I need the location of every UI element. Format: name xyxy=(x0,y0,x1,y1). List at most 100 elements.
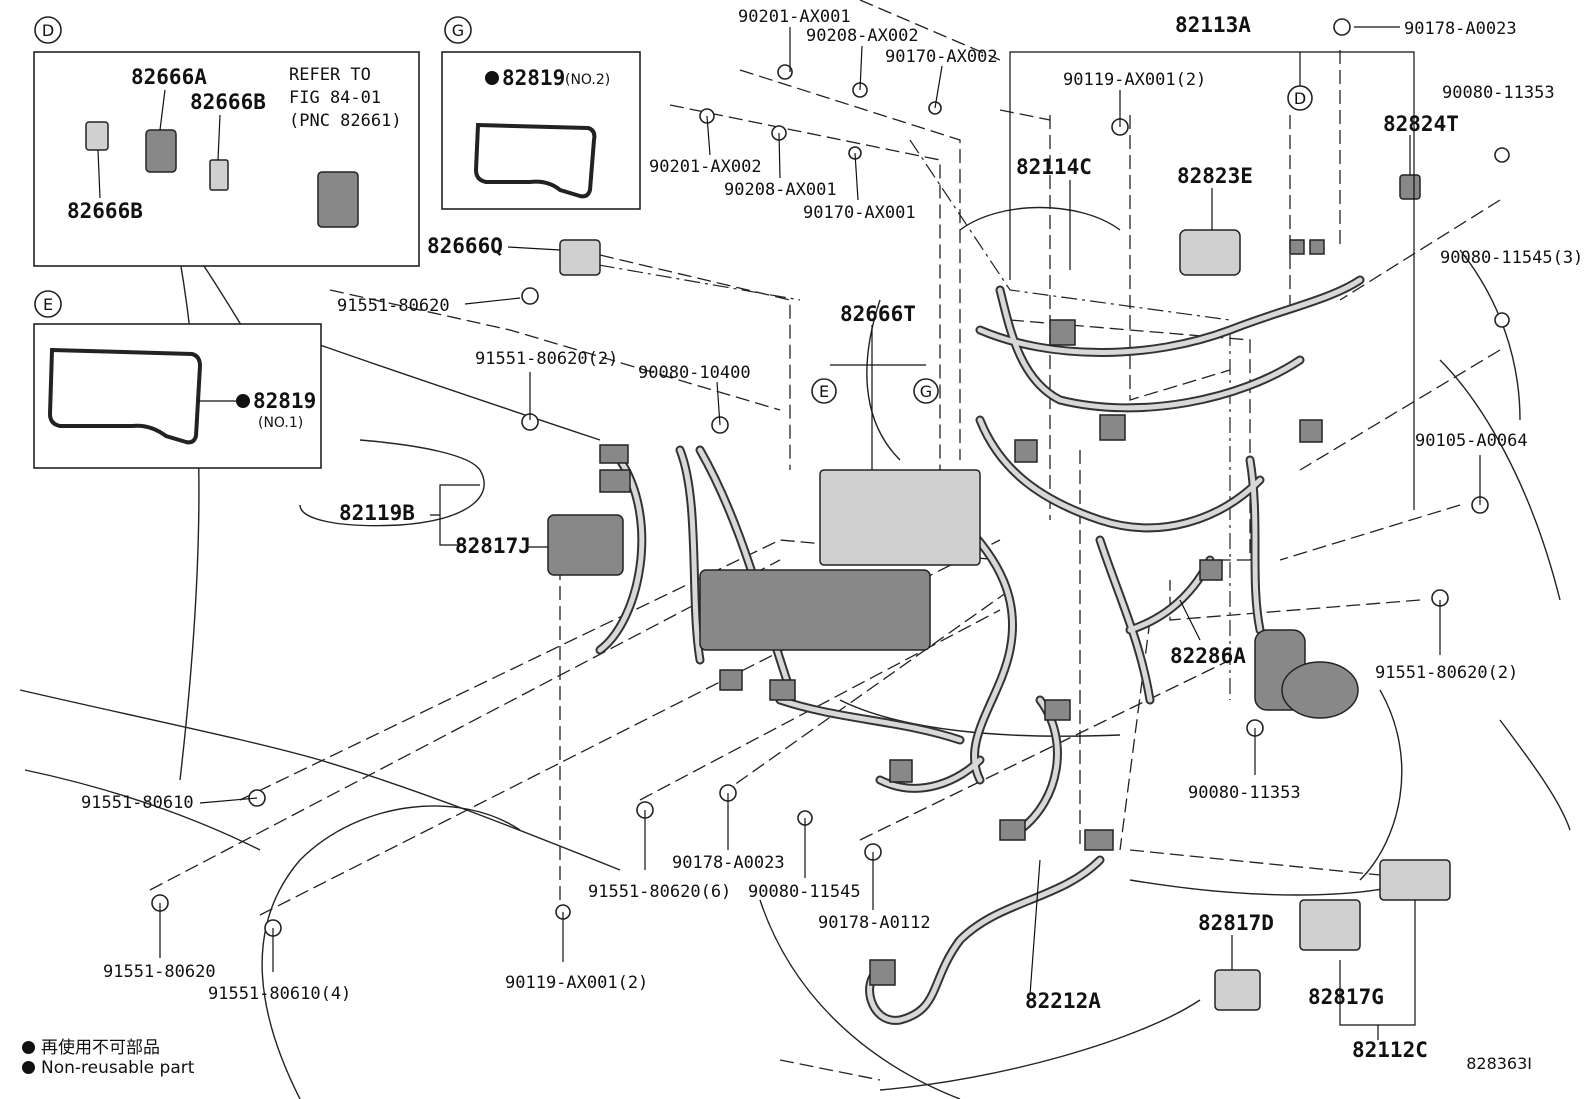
connector xyxy=(1309,239,1325,255)
label-82666a: 82666A xyxy=(131,65,207,89)
label-90080-11353-bot: 90080-11353 xyxy=(1188,783,1301,803)
non-reusable-dot xyxy=(236,394,250,408)
harness-components xyxy=(547,174,1451,1011)
connector-82817g xyxy=(1299,899,1361,951)
refer-line-2: FIG 84-01 xyxy=(289,88,381,108)
connector xyxy=(869,959,896,986)
label-91551-80620-2b: 91551-80620(2) xyxy=(1375,663,1518,683)
label-90170-ax002: 90170-AX002 xyxy=(885,47,998,67)
bolt-91551-80620 xyxy=(521,287,539,305)
gasket-no2 xyxy=(473,122,597,199)
label-82819-no1-sub: (NO.1) xyxy=(258,415,303,431)
label-90170-ax001: 90170-AX001 xyxy=(803,203,916,223)
non-reusable-dot-icon xyxy=(22,1061,35,1074)
connector xyxy=(719,669,743,691)
label-82823e: 82823E xyxy=(1177,164,1253,188)
label-82817d: 82817D xyxy=(1198,911,1274,935)
label-90178-a0023-bot: 90178-A0023 xyxy=(672,853,785,873)
label-90080-11545: 90080-11545 xyxy=(748,882,861,902)
refer-line-1: REFER TO xyxy=(289,65,371,85)
inset-e-tag-letter: E xyxy=(43,295,53,314)
inset-g-tag-letter: G xyxy=(452,21,464,40)
inset-g-tag xyxy=(444,16,472,44)
label-82666t: 82666T xyxy=(840,302,916,326)
inset-e-box xyxy=(33,323,322,469)
inset-d-tag-letter: D xyxy=(42,21,54,40)
grommet-round xyxy=(1281,661,1359,719)
label-90201-ax002: 90201-AX002 xyxy=(649,157,762,177)
connector xyxy=(1099,414,1126,441)
connector xyxy=(1084,829,1114,851)
connector-82112c xyxy=(1379,859,1451,901)
connector xyxy=(889,759,913,783)
bracket-82817d xyxy=(1214,969,1261,1011)
connector xyxy=(1014,439,1038,463)
main-wiring-harness xyxy=(595,275,1365,1025)
callout-e xyxy=(811,378,837,404)
connector-block-82817j xyxy=(547,514,624,576)
connector xyxy=(769,679,796,701)
label-82112c: 82112C xyxy=(1352,1038,1428,1062)
label-82666b-top: 82666B xyxy=(190,90,266,114)
connector xyxy=(1289,239,1305,255)
label-90105-a0064: 90105-A0064 xyxy=(1415,431,1528,451)
nut-90178-a0023 xyxy=(1333,18,1351,36)
label-82113a: 82113A xyxy=(1175,13,1251,37)
label-91551-80610-4: 91551-80610(4) xyxy=(208,984,351,1004)
connector xyxy=(1299,419,1323,443)
bolt-90080-11353 xyxy=(1494,147,1510,163)
label-82114c: 82114C xyxy=(1016,155,1092,179)
label-91551-80610: 91551-80610 xyxy=(81,793,194,813)
callout-d-letter: D xyxy=(1294,89,1306,108)
inset-e: E 82819 (NO.1) xyxy=(33,290,322,469)
cover-82823e xyxy=(1179,229,1241,276)
label-91551-80620-a: 91551-80620 xyxy=(337,296,450,316)
junction-block xyxy=(699,569,931,651)
inset-g: G 82819 (NO.2) xyxy=(441,16,641,210)
label-82286a: 82286A xyxy=(1170,644,1246,668)
label-82819-no2: 82819 xyxy=(502,66,565,90)
refer-line-3: (PNC 82661) xyxy=(289,111,402,131)
legend-jp-text: 再使用不可部品 xyxy=(41,1038,160,1058)
label-82666q: 82666Q xyxy=(427,234,503,258)
label-82817j: 82817J xyxy=(455,534,531,558)
connector xyxy=(1199,559,1223,581)
label-82666b-bottom: 82666B xyxy=(67,199,143,223)
connector xyxy=(599,469,631,493)
label-90178-a0023-top: 90178-A0023 xyxy=(1404,19,1517,39)
figure-id: 828363I xyxy=(1466,1054,1532,1073)
label-90178-a0112: 90178-A0112 xyxy=(818,913,931,933)
nut-90201-ax001 xyxy=(777,64,793,80)
gasket-no1 xyxy=(47,347,203,445)
callout-g xyxy=(913,378,939,404)
clip-82666b xyxy=(209,159,229,191)
legend-jp: 再使用不可部品 xyxy=(22,1033,160,1058)
clip-82666b xyxy=(85,121,109,151)
connector xyxy=(599,444,629,464)
label-91551-80620-b: 91551-80620 xyxy=(103,962,216,982)
label-90201-ax001: 90201-AX001 xyxy=(738,7,851,27)
label-82824t: 82824T xyxy=(1383,112,1459,136)
view-callouts: D E G xyxy=(811,85,1313,404)
part-labels: 90201-AX001 90208-AX002 90170-AX002 9020… xyxy=(81,7,1583,1062)
callout-e-letter: E xyxy=(819,382,829,401)
bolt-90080-11545 xyxy=(1494,312,1510,328)
label-82819-no1: 82819 xyxy=(253,389,316,413)
connector xyxy=(1049,319,1076,346)
bracket-82666q xyxy=(559,239,601,276)
inset-d-tag xyxy=(34,16,62,44)
connector xyxy=(999,819,1026,841)
label-82819-no2-sub: (NO.2) xyxy=(565,72,610,88)
non-reusable-dot xyxy=(485,71,499,85)
relay-bracket-82666t xyxy=(819,469,981,566)
legend-en-text: Non-reusable part xyxy=(41,1058,195,1078)
clamp-82824t xyxy=(1399,174,1421,200)
label-90080-11545-3: 90080-11545(3) xyxy=(1440,248,1583,268)
label-90208-ax001: 90208-AX001 xyxy=(724,180,837,200)
connector xyxy=(1044,699,1071,721)
legend-en: Non-reusable part xyxy=(22,1058,194,1078)
non-reusable-dot-icon xyxy=(22,1041,35,1054)
label-90119-ax001-top: 90119-AX001(2) xyxy=(1063,70,1206,90)
inset-d: D 82666A 82666B 82666B REFER TO FIG 84-0… xyxy=(33,16,420,267)
